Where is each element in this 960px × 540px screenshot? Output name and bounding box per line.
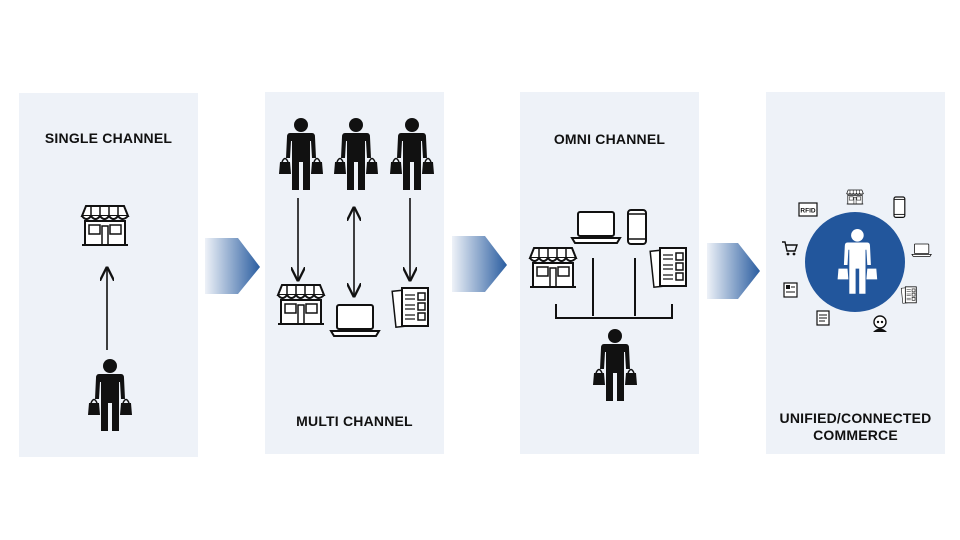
transition-arrow-1 bbox=[205, 238, 260, 294]
store-icon bbox=[846, 189, 864, 205]
chatbot-icon bbox=[873, 315, 887, 332]
rfid-badge-text: RFID bbox=[800, 208, 815, 215]
store-icon bbox=[529, 247, 577, 288]
unified-commerce-label: UNIFIED/CONNECTED COMMERCE bbox=[766, 410, 945, 444]
laptop-icon bbox=[911, 243, 932, 257]
transition-arrow-2 bbox=[452, 236, 507, 292]
rfid-icon: RFID bbox=[798, 202, 818, 217]
catalog-icon bbox=[649, 247, 687, 289]
shopper-icon bbox=[389, 117, 435, 191]
shopper-icon bbox=[87, 358, 133, 432]
single-channel-label: SINGLE CHANNEL bbox=[44, 130, 173, 146]
shopper-icon bbox=[333, 117, 379, 191]
transition-arrow-3 bbox=[707, 243, 760, 299]
omni-channel-label: OMNI CHANNEL bbox=[553, 131, 666, 147]
store-icon bbox=[81, 205, 129, 246]
catalog-icon bbox=[900, 286, 917, 304]
shopper-icon bbox=[837, 229, 878, 294]
coupon-icon bbox=[783, 282, 798, 298]
cart-icon bbox=[782, 241, 798, 256]
shopper-icon bbox=[278, 117, 324, 191]
receipt-icon bbox=[816, 310, 830, 326]
laptop-icon bbox=[571, 211, 621, 244]
smartphone-icon bbox=[893, 196, 906, 218]
unified-label-line1: UNIFIED/CONNECTED bbox=[779, 410, 932, 426]
store-icon bbox=[277, 284, 325, 325]
smartphone-icon bbox=[627, 209, 647, 245]
unified-label-line2: COMMERCE bbox=[813, 427, 898, 443]
shopper-icon bbox=[592, 328, 638, 402]
laptop-icon bbox=[330, 304, 380, 337]
multi-channel-label: MULTI CHANNEL bbox=[296, 413, 413, 429]
catalog-icon bbox=[391, 287, 429, 329]
omni-connector-lines bbox=[555, 258, 673, 319]
